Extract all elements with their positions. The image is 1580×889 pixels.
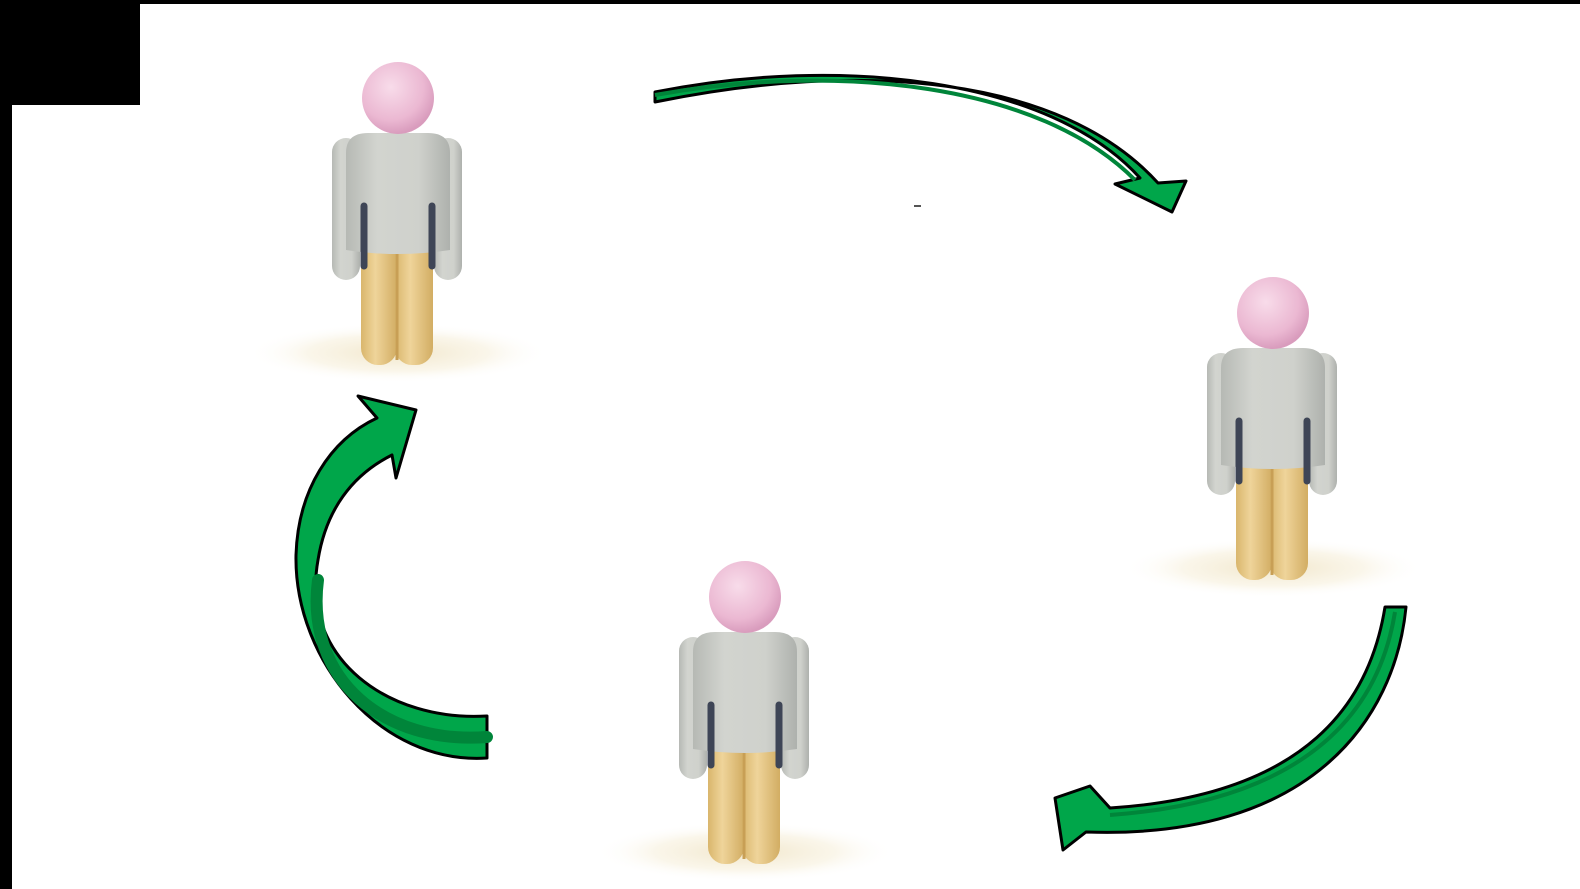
dash-mark [914, 205, 921, 207]
corner-tab [0, 0, 140, 105]
left-border [8, 105, 12, 889]
